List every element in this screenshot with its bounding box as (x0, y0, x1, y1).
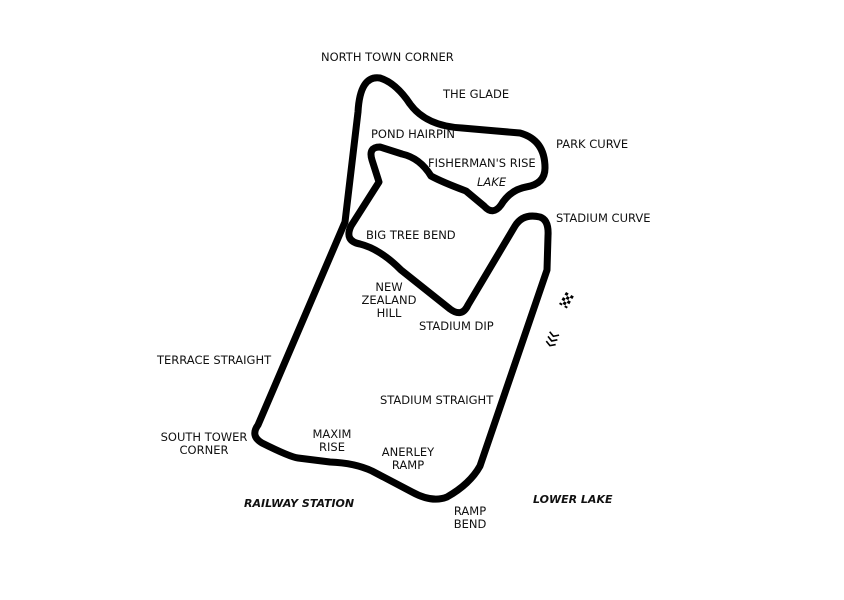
label-stadium-dip: STADIUM DIP (419, 319, 494, 333)
track-outline (251, 74, 552, 503)
label-south-tower-corner: SOUTH TOWER CORNER (152, 431, 256, 457)
label-line: RAMP (453, 504, 487, 518)
label-new-zealand-hill: NEW ZEALAND HILL (356, 281, 422, 320)
label-line: RISE (319, 440, 345, 454)
label-railway-station: RAILWAY STATION (244, 497, 355, 510)
label-line: ANERLEY (381, 445, 435, 459)
label-lake: LAKE (477, 175, 507, 189)
label-maxim-rise: MAXIM RISE (306, 428, 358, 454)
label-line: SOUTH TOWER (160, 430, 248, 444)
label-fishermans-rise: FISHERMAN'S RISE (428, 156, 536, 170)
label-line: BEND (453, 517, 487, 531)
label-ramp-bend: RAMP BEND (443, 505, 497, 531)
label-line: MAXIM (312, 427, 352, 441)
label-park-curve: PARK CURVE (556, 137, 629, 151)
direction-chevrons-icon (545, 331, 560, 347)
label-line: HILL (376, 306, 402, 320)
label-stadium-straight: STADIUM STRAIGHT (380, 393, 494, 407)
label-terrace-straight: TERRACE STRAIGHT (157, 353, 272, 367)
label-line: RAMP (391, 458, 425, 472)
label-anerley-ramp: ANERLEY RAMP (376, 446, 440, 472)
checkered-flag-icon (559, 291, 574, 309)
label-the-glade: THE GLADE (443, 87, 510, 101)
label-line: CORNER (179, 443, 229, 457)
label-line: ZEALAND (361, 293, 417, 307)
label-pond-hairpin: POND HAIRPIN (371, 127, 455, 141)
label-lower-lake: LOWER LAKE (533, 493, 613, 506)
label-big-tree-bend: BIG TREE BEND (366, 228, 456, 242)
label-line: NEW (375, 280, 403, 294)
label-north-town-corner: NORTH TOWN CORNER (321, 50, 454, 64)
label-stadium-curve: STADIUM CURVE (556, 211, 651, 225)
